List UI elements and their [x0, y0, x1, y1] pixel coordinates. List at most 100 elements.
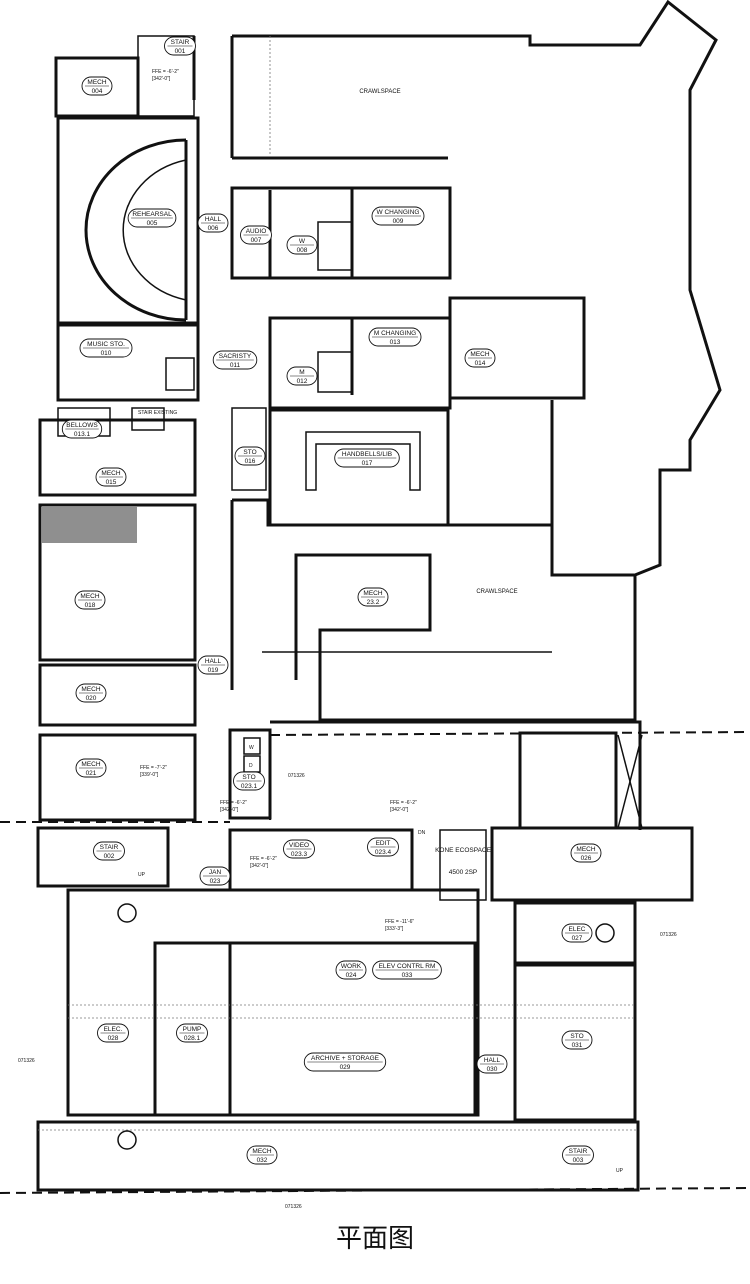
room-number: 018 — [85, 602, 96, 609]
room-number: 011 — [230, 362, 241, 369]
room-name: STAIR — [171, 39, 190, 46]
room-name: MECH — [80, 593, 99, 600]
room-number: 019 — [208, 667, 219, 674]
wall-stair-existing — [131, 407, 165, 431]
plan-caption: 平面图 — [335, 1224, 414, 1254]
wall-rehearsal-curve-inner — [122, 159, 187, 301]
room-name: MECH — [470, 351, 489, 358]
room-name: SACRISTY — [219, 353, 252, 360]
wall-stair-002 — [36, 826, 170, 888]
sump-circle-2 — [117, 1130, 137, 1150]
room-number: 029 — [340, 1064, 351, 1071]
room-name: W — [299, 238, 306, 245]
kone-label: KONE ECOSPACE — [435, 847, 492, 854]
room-number: 014 — [475, 360, 486, 367]
wall-mech-032 — [36, 1120, 640, 1192]
room-name: STAIR — [569, 1148, 588, 1155]
ref-left-label: 071326 — [18, 1058, 35, 1064]
kone-size-label: 4500 2SP — [449, 869, 478, 876]
ref-bottom-label: 071326 — [285, 1204, 302, 1210]
wall-crawlspace-top — [232, 0, 718, 150]
dryer-label: D — [249, 763, 253, 769]
room-name: MECH — [363, 590, 382, 597]
room-name: VIDEO — [289, 842, 309, 849]
room-number: 023 — [210, 878, 221, 885]
wall-rehearsal-curve — [84, 138, 187, 322]
room-tag-elec027: ELEC 027 — [561, 923, 593, 943]
washer-label: W — [249, 745, 254, 751]
room-name: ELEC — [569, 926, 586, 933]
room-number: 032 — [257, 1157, 268, 1164]
room-name: STO — [243, 449, 256, 456]
room-name: EDIT — [376, 840, 391, 847]
crawlspace-top-label: CRAWLSPACE — [359, 89, 400, 95]
room-number: 001 — [175, 48, 186, 55]
room-name: BELLOWS — [66, 422, 98, 429]
room-number: 009 — [393, 218, 404, 225]
room-name: MECH — [576, 846, 595, 853]
room-number: 027 — [572, 935, 583, 942]
walls — [0, 0, 750, 1194]
room-name: MECH — [81, 686, 100, 693]
wall-mech-015 — [38, 418, 197, 497]
washer-box — [243, 737, 261, 755]
wall-handbells — [268, 408, 450, 527]
wall-stair-box — [165, 357, 195, 391]
room-number: 020 — [86, 695, 97, 702]
wall-mech-026 — [490, 826, 694, 902]
ref-mid-label: 071326 — [288, 773, 305, 779]
wall-archive — [228, 941, 477, 1117]
crawlspace-mid-label: CRAWLSPACE — [476, 589, 517, 595]
wall-mech-014 — [448, 296, 586, 400]
room-name: AUDIO — [246, 228, 267, 235]
room-name: STO — [570, 1033, 583, 1040]
room-number: 013 — [390, 339, 401, 346]
ffe-4: FFE = -6'-2" — [390, 800, 417, 806]
room-tag-stair003: STAIR 003 — [562, 1145, 594, 1165]
dn-label: DN — [418, 830, 426, 836]
ffe-3b: [342'-0"] — [220, 807, 239, 813]
wall-sto-031 — [513, 963, 637, 1122]
room-tag-wchanging009: W CHANGING 009 — [371, 206, 425, 226]
section-line-bottom — [0, 1187, 750, 1194]
room-number: 026 — [581, 855, 592, 862]
room-number: 005 — [147, 220, 158, 227]
room-tag-mech018: MECH 018 — [74, 590, 106, 610]
wall-w-changing — [230, 186, 452, 280]
stair-existing-label: STAIR EXISTING — [138, 410, 177, 416]
wall-corridor-top — [270, 720, 642, 830]
wall-m-changing — [268, 316, 452, 410]
ffe-2b: [339'-0"] — [140, 772, 159, 778]
room-tag-elec028: ELEC.028 — [97, 1023, 129, 1043]
room-name: REHEARSAL — [132, 211, 172, 218]
room-number: 023.1 — [241, 783, 258, 790]
room-name: ARCHIVE + STORAGE — [311, 1055, 380, 1062]
room-number: 003 — [573, 1157, 584, 1164]
room-name: W CHANGING — [377, 209, 420, 216]
wall-mech-021 — [38, 733, 197, 822]
ffe-6: FFE = -11'-6" — [385, 919, 414, 925]
room-name: MECH — [81, 761, 100, 768]
room-tag-mech014: MECH 014 — [464, 348, 496, 368]
room-tag-mech026: MECH 026 — [570, 843, 602, 863]
wall-crawl-mid — [232, 498, 637, 722]
room-tag-rehearsal005: REHEARSAL 005 — [127, 208, 177, 228]
room-name: MUSIC STO. — [87, 341, 125, 348]
section-line-right — [269, 731, 750, 736]
wall-crawl-right — [550, 150, 722, 577]
room-number: 028 — [108, 1035, 119, 1042]
